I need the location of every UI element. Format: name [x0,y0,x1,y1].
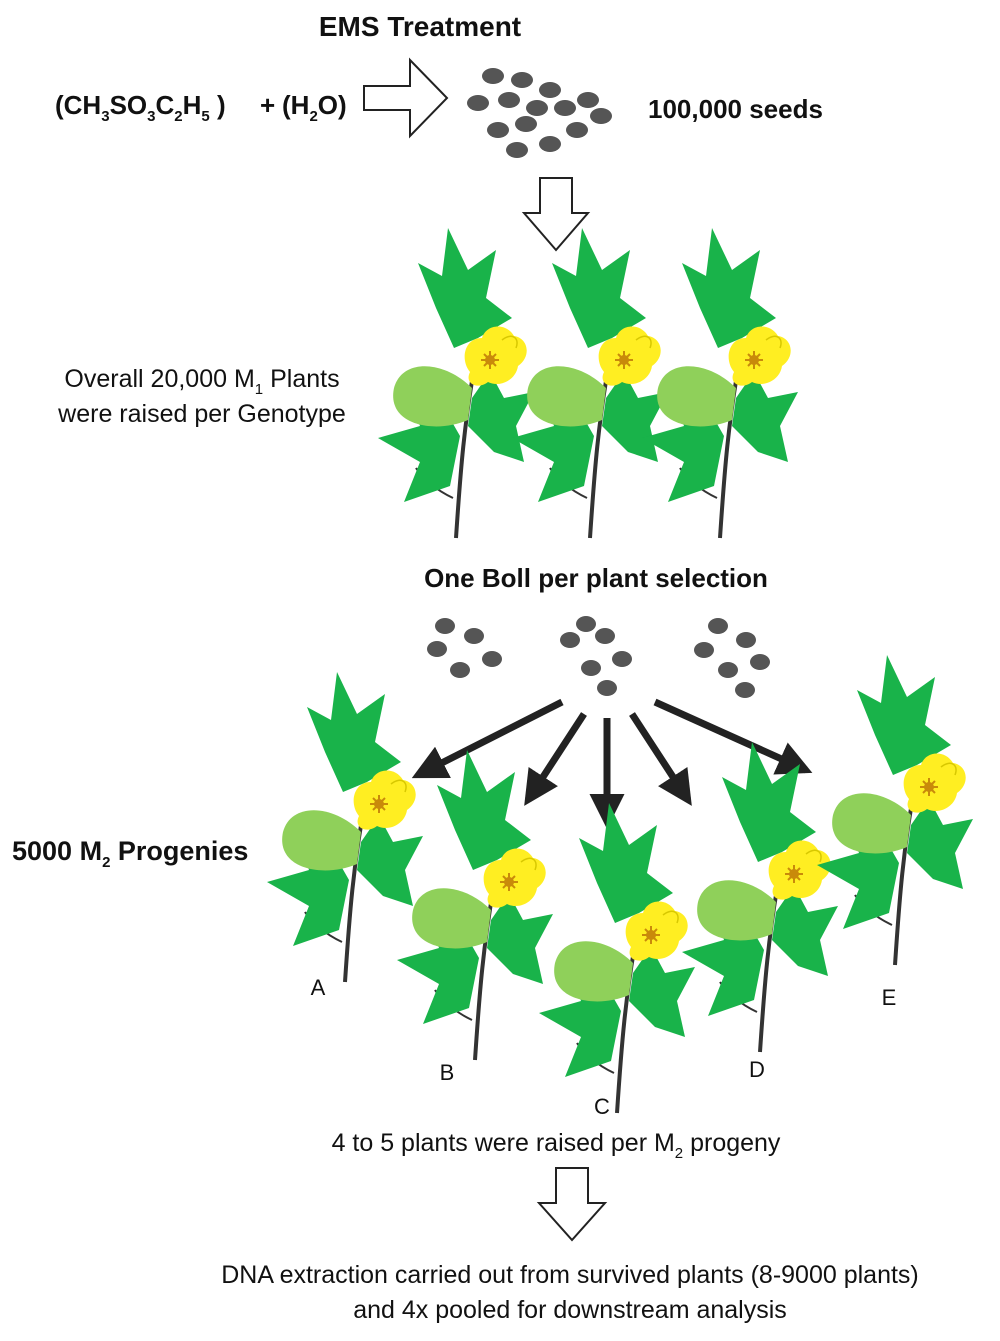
down-arrow-icon [521,177,591,252]
progeny-letter-c: C [594,1094,610,1119]
down-arrow-icon [536,1167,608,1242]
progeny-letter-e: E [882,985,897,1010]
m2-plant-d [680,740,840,1054]
m1-plant [640,226,800,540]
seeds-count-label: 100,000 seeds [648,94,823,124]
plants-per-progeny-label: 4 to 5 plants were raised per M2 progeny [332,1129,781,1162]
m2-progenies-label: 5000 M2 Progenies [12,836,248,871]
m1-plant [510,226,670,540]
diagram-title: EMS Treatment [319,11,521,42]
m1-plants-label: Overall 20,000 M1 Plants [64,365,339,398]
m1-plant [376,226,536,540]
progeny-letter-b: B [440,1060,455,1085]
dna-extraction-line1: DNA extraction carried out from survived… [221,1261,919,1289]
seed-cluster [467,68,612,158]
water-formula: (H2O) [282,90,347,125]
m2-plant-a [265,670,425,984]
progeny-arrows [411,698,813,829]
m2-plant-c [537,801,697,1115]
seed-group-left [427,618,502,678]
chemical-formula: (CH3SO3C2H5 ) [55,90,226,125]
dna-extraction-line2: and 4x pooled for downstream analysis [353,1296,787,1324]
boll-selection-label: One Boll per plant selection [424,563,768,593]
m1-genotype-label: were raised per Genotype [57,400,346,428]
plus-sign: + [260,90,275,120]
seed-group-center [560,616,632,696]
treatment-arrow-icon [363,57,449,139]
progeny-letter-d: D [749,1057,765,1082]
m2-plant-e [815,653,975,967]
seed-group-right [694,618,770,698]
progeny-letter-a: A [311,975,326,1000]
